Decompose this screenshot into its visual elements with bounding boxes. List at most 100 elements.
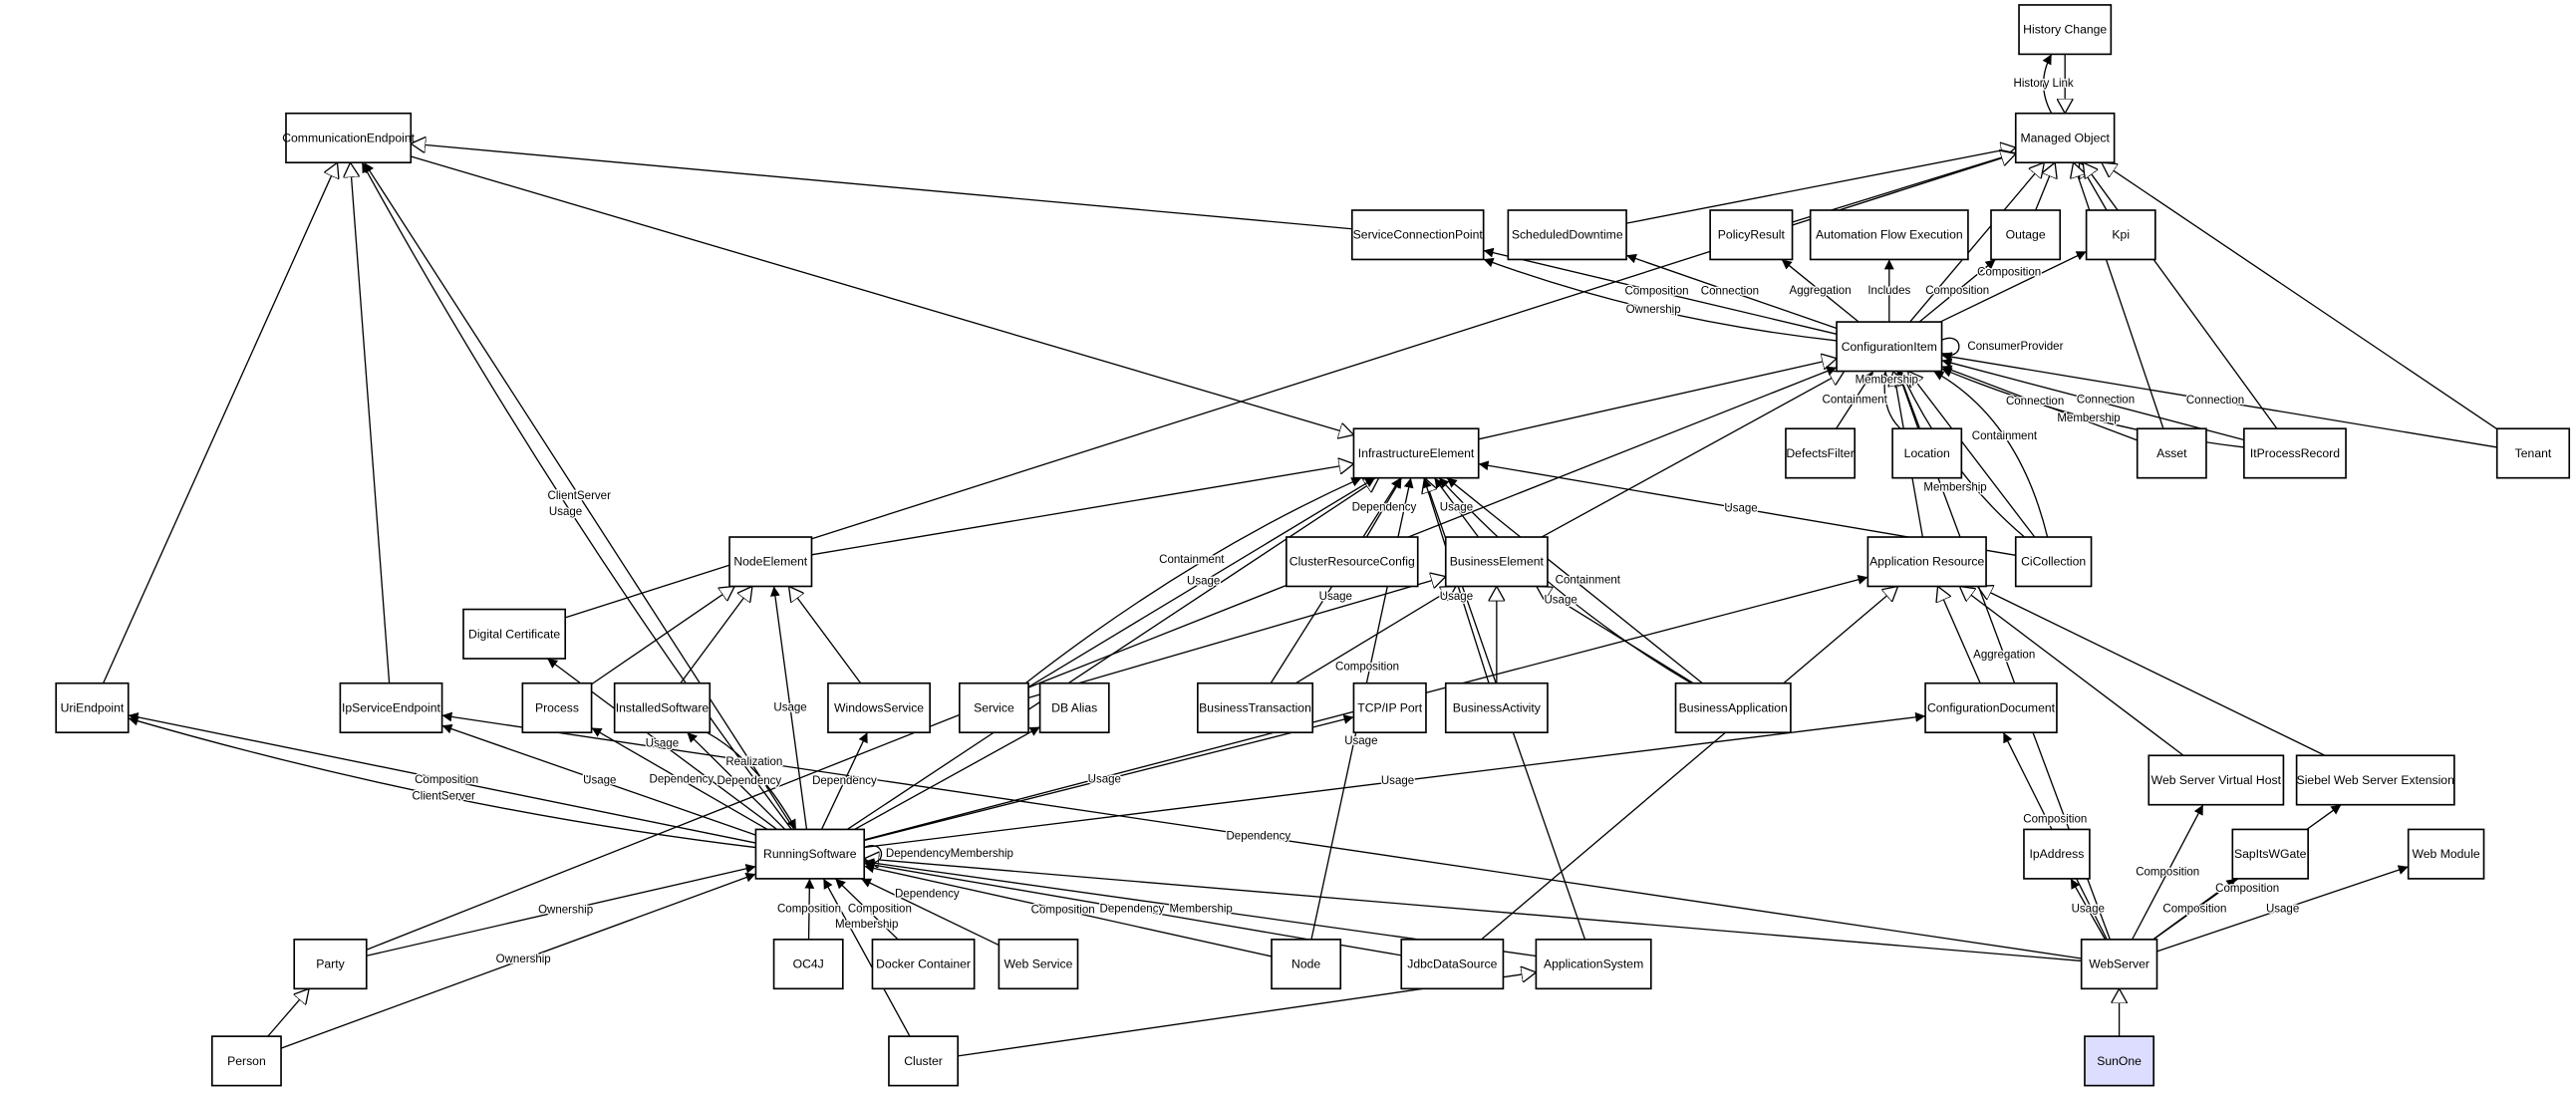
class-node-tcp-ip-port[interactable]: TCP/IP Port [1352, 682, 1427, 734]
class-node-policy-result[interactable]: PolicyResult [1709, 209, 1794, 261]
edge-configuration-item-to-kpi [1939, 250, 2087, 323]
edge-running-software-to-digital-certificate [546, 658, 778, 830]
edge-node-element-to-infrastructure-element [811, 463, 1353, 556]
class-node-person[interactable]: Person [210, 1035, 282, 1087]
class-node-service[interactable]: Service [958, 682, 1029, 734]
edge-configuration-item-to-configuration-item [1941, 337, 1960, 362]
node-box [521, 682, 593, 734]
class-node-running-software[interactable]: RunningSoftware [754, 828, 866, 880]
node-label: Digital Certificate [468, 627, 560, 641]
edge-running-software-to-node-element [770, 586, 808, 830]
node-label: Node [1291, 957, 1320, 971]
class-node-sap-its-wgate[interactable]: SapItsWGate [2231, 828, 2309, 880]
class-node-docker-container[interactable]: Docker Container [871, 939, 976, 990]
class-node-web-server-virtual-host[interactable]: Web Server Virtual Host [2147, 754, 2285, 806]
edge-label: Dependency [895, 888, 960, 900]
edge-label: Usage [2266, 903, 2299, 915]
association-connector [1027, 477, 1376, 688]
edge-running-software-to-configuration-document [864, 711, 1926, 849]
class-node-application-system[interactable]: ApplicationSystem [1535, 939, 1652, 990]
class-node-jdbc-data-source[interactable]: JdbcDataSource [1400, 939, 1505, 990]
class-node-web-server[interactable]: WebServer [2080, 939, 2158, 990]
class-node-outage[interactable]: Outage [1990, 209, 2062, 261]
class-node-digital-certificate[interactable]: Digital Certificate [462, 608, 567, 660]
class-node-cluster-resource-config[interactable]: ClusterResourceConfig [1286, 536, 1419, 588]
class-node-party[interactable]: Party [293, 939, 368, 990]
class-node-communication-endpoint[interactable]: CommunicationEndpoint [282, 112, 416, 164]
class-node-defects-filter[interactable]: DefectsFilter [1785, 427, 1857, 479]
class-node-ip-service-endpoint[interactable]: IpServiceEndpoint [339, 682, 443, 734]
class-node-web-module[interactable]: Web Module [2407, 828, 2485, 880]
class-node-node-element[interactable]: NodeElement [728, 536, 813, 588]
class-node-history-change[interactable]: History Change [2018, 4, 2113, 56]
class-node-it-process-record[interactable]: ItProcessRecord [2243, 427, 2347, 479]
class-node-process[interactable]: Process [521, 682, 593, 734]
class-node-scheduled-downtime[interactable]: ScheduledDowntime [1507, 209, 1627, 261]
edge-label: Includes [1867, 285, 1910, 297]
node-label: BusinessElement [1450, 555, 1545, 569]
edge-business-application-to-business-element [1537, 586, 1694, 684]
node-box [958, 682, 1029, 734]
class-node-windows-service[interactable]: WindowsService [827, 682, 931, 734]
class-node-infrastructure-element[interactable]: InfrastructureElement [1352, 427, 1480, 479]
class-node-configuration-document[interactable]: ConfigurationDocument [1924, 682, 2058, 734]
class-node-dbalias[interactable]: DB Alias [1038, 682, 1110, 734]
edge-label: Composition [1925, 285, 1989, 297]
association-connector [820, 731, 868, 830]
edge-person-to-running-software [280, 872, 756, 1049]
node-box [1809, 209, 1969, 261]
edge-web-server-to-web-module [2156, 865, 2409, 953]
edge-label: Dependency [812, 775, 877, 787]
class-node-sun-one[interactable]: SunOne [2084, 1035, 2155, 1087]
node-label: ScheduledDowntime [1512, 228, 1623, 242]
edge-business-application-to-infrastructure-element [1446, 477, 1703, 684]
class-node-business-transaction[interactable]: BusinessTransaction [1197, 682, 1314, 734]
class-node-tenant[interactable]: Tenant [2495, 427, 2571, 479]
class-node-ip-address[interactable]: IpAddress [2023, 828, 2091, 880]
class-node-application-resource[interactable]: Application Resource [1866, 536, 1987, 588]
class-node-business-activity[interactable]: BusinessActivity [1444, 682, 1549, 734]
class-node-siebel-web-server-extension[interactable]: Siebel Web Server Extension [2295, 754, 2455, 806]
association-connector [441, 711, 2082, 959]
class-node-asset[interactable]: Asset [2136, 427, 2207, 479]
class-node-service-connection-point[interactable]: ServiceConnectionPoint [1350, 209, 1485, 261]
edge-label: Aggregation [1973, 650, 2035, 662]
node-box [2231, 828, 2309, 880]
class-node-kpi[interactable]: Kpi [2085, 209, 2156, 261]
class-node-managed-object[interactable]: Managed Object [2014, 112, 2116, 164]
class-node-business-element[interactable]: BusinessElement [1444, 536, 1549, 588]
node-label: UriEndpoint [61, 700, 125, 714]
node-label: ConfigurationItem [1842, 340, 1937, 354]
node-label: DB Alias [1051, 700, 1097, 714]
class-node-cluster[interactable]: Cluster [888, 1035, 959, 1087]
node-box [1350, 209, 1485, 261]
node-box [2295, 754, 2455, 806]
edge-label: Containment [1159, 554, 1225, 566]
class-node-installed-software[interactable]: InstalledSoftware [613, 682, 712, 734]
edge-running-software-to-communication-endpoint [361, 161, 792, 830]
class-node-configuration-item[interactable]: ConfigurationItem [1836, 321, 1943, 373]
class-node-location[interactable]: Location [1891, 427, 1963, 479]
edge-label: DependencyMembership [886, 848, 1013, 860]
edge-running-software-to-uri-endpoint [128, 715, 756, 849]
edge-managed-object-to-history-change [2042, 54, 2053, 115]
node-box [2136, 427, 2207, 479]
edge-service-to-business-element [1027, 577, 1446, 699]
node-label: JdbcDataSource [1407, 957, 1497, 971]
edge-configuration-item-to-outage [1918, 258, 1996, 323]
class-node-ci-collection[interactable]: CiCollection [2014, 536, 2093, 588]
association-connector [361, 161, 792, 830]
edge-label: ClientServer [412, 790, 475, 802]
edge-label: Usage [2072, 903, 2105, 915]
class-node-oc4-j[interactable]: OC4J [772, 939, 844, 990]
node-box [827, 682, 931, 734]
class-node-automation-flow-execution[interactable]: Automation Flow Execution [1809, 209, 1969, 261]
class-node-web-service[interactable]: Web Service [998, 939, 1079, 990]
association-connector [1941, 365, 2138, 441]
class-node-node[interactable]: Node [1271, 939, 1342, 990]
node-label: Web Module [2413, 847, 2480, 861]
class-node-business-application[interactable]: BusinessApplication [1674, 682, 1792, 734]
class-node-uri-endpoint[interactable]: UriEndpoint [55, 682, 130, 734]
node-box [2023, 828, 2091, 880]
edge-running-software-to-uri-endpoint [128, 711, 756, 844]
